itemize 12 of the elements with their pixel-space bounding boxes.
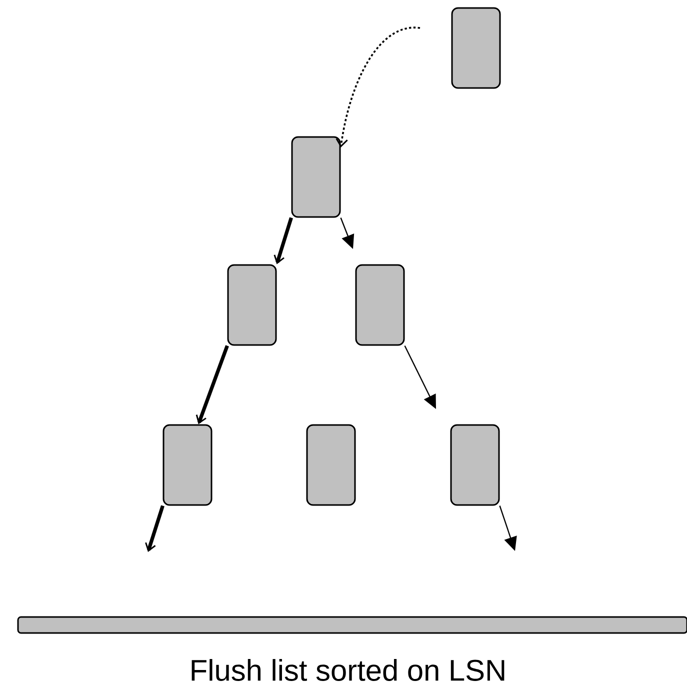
list-page-box (450, 424, 500, 506)
list-page-box (306, 424, 356, 506)
arrow (336, 26, 420, 148)
list-page-box (162, 424, 212, 506)
arrow (274, 217, 293, 264)
list-page-box (355, 264, 405, 346)
arrow (145, 505, 164, 552)
arrow (196, 345, 229, 424)
list-bar (17, 616, 687, 634)
list-page-box (451, 7, 501, 89)
list-page-box (227, 264, 277, 346)
list-page-box (291, 136, 341, 218)
